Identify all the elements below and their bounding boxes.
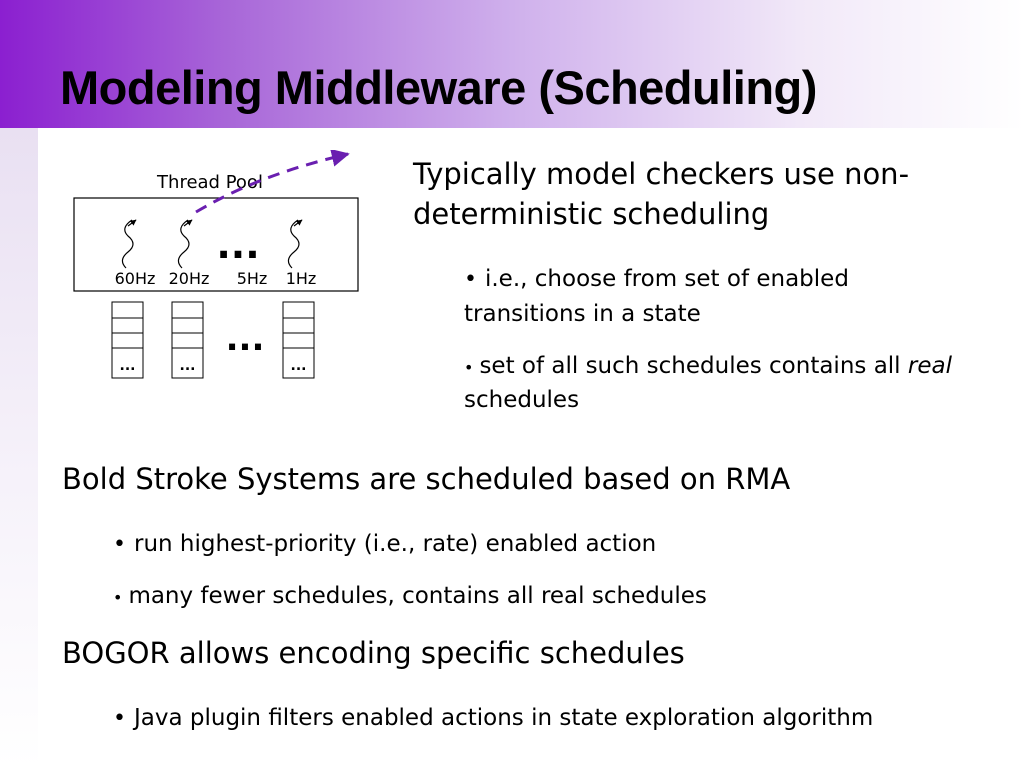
section-bogor-bullet-1: • Java plugin filters enabled actions in … bbox=[113, 701, 873, 736]
section-rma-bullet-2-text: many fewer schedules, contains all real … bbox=[128, 583, 707, 609]
queue-60hz-more: ... bbox=[120, 358, 136, 374]
rate-label-60hz: 60Hz bbox=[115, 269, 156, 288]
intro-line-2: deterministic scheduling bbox=[413, 197, 770, 231]
rate-label-1hz: 1Hz bbox=[286, 269, 317, 288]
bullet-dot: • bbox=[464, 358, 474, 377]
intro-bullet-1: • i.e., choose from set of enabled bbox=[464, 262, 849, 297]
queue-20hz bbox=[171, 301, 204, 379]
section-rma-bullet-1: • run highest-priority (i.e., rate) enabl… bbox=[113, 527, 656, 562]
side-band bbox=[0, 128, 38, 768]
thread-pool-label: Thread Pool bbox=[156, 172, 263, 193]
intro-bullet-2: •set of all such schedules contains all … bbox=[464, 349, 952, 385]
thread-squiggle-1hz bbox=[287, 219, 303, 269]
section-rma-bullet-2: • many fewer schedules, contains all real… bbox=[113, 579, 707, 615]
section-rma-bullet-1-text: run highest-priority (i.e., rate) enable… bbox=[133, 531, 657, 557]
bullet-dot: • bbox=[464, 267, 477, 292]
rate-label-20hz: 20Hz bbox=[169, 269, 210, 288]
thread-squiggle-60hz bbox=[121, 219, 137, 269]
queue-ellipsis: ... bbox=[226, 319, 265, 359]
slide-title: Modeling Middleware (Scheduling) bbox=[60, 61, 817, 114]
thread-squiggle-20hz bbox=[177, 219, 193, 269]
intro-bullet-1-line-1: i.e., choose from set of enabled bbox=[484, 266, 849, 292]
intro-line-1: Typically model checkers use non- bbox=[413, 157, 910, 191]
intro-bullet-2-text: set of all such schedules contains all bbox=[479, 353, 908, 379]
thread-pool-diagram: Thread Pool ... 60Hz 20Hz 5Hz 1Hz ... ..… bbox=[73, 150, 359, 379]
thread-pool-box bbox=[73, 197, 359, 292]
section-bogor-heading: BOGOR allows encoding specific schedules bbox=[62, 636, 685, 670]
intro-bullet-2-emphasis: real bbox=[907, 353, 952, 379]
bullet-dot: • bbox=[113, 532, 126, 557]
queue-60hz bbox=[111, 301, 144, 379]
rate-label-5hz: 5Hz bbox=[237, 269, 268, 288]
intro-bullet-1-line-2: transitions in a state bbox=[464, 301, 701, 327]
title-band bbox=[0, 0, 1024, 128]
intro-bullet-2-line-2: schedules bbox=[464, 387, 580, 413]
dispatch-arrow bbox=[195, 150, 350, 214]
section-rma-heading: Bold Stroke Systems are scheduled based … bbox=[62, 462, 791, 496]
queue-1hz-more: ... bbox=[291, 358, 307, 374]
thread-ellipsis: ... bbox=[216, 223, 259, 267]
queue-1hz bbox=[282, 301, 315, 379]
queue-20hz-more: ... bbox=[180, 358, 196, 374]
bullet-dot: • bbox=[113, 588, 123, 607]
bullet-dot: • bbox=[113, 706, 126, 731]
section-bogor-bullet-1-text: Java plugin filters enabled actions in s… bbox=[133, 705, 874, 731]
